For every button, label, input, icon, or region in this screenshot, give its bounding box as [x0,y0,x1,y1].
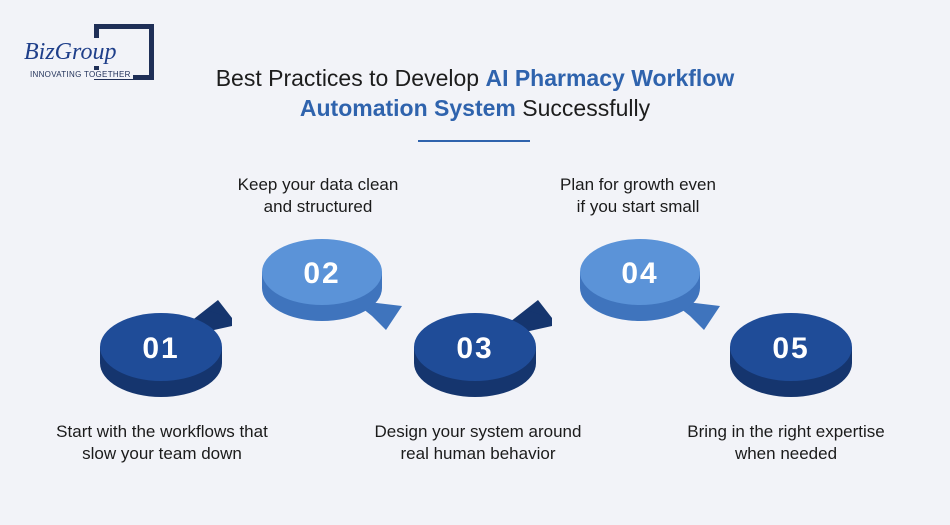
title-plain-2: Successfully [515,95,651,121]
title-underline [418,140,530,142]
step-label-01-line-2: slow your team down [82,444,242,463]
step-label-05-line-2: when needed [734,444,838,463]
step-disc-05: 05 [730,313,852,397]
step-number-02: 02 [303,257,340,290]
step-label-05: Bring in the right expertise when needed [656,421,916,465]
title-highlight-1: AI Pharmacy Workflow [485,65,735,91]
step-label-02: Keep your data clean and structured [188,174,448,218]
step-label-02-line-1: Keep your data clean [237,175,399,194]
step-label-04: Plan for growth even if you start small [508,174,768,218]
step-label-01-line-1: Start with the workflows that [56,422,268,441]
page-title-line-1: Best Practices to Develop AI Pharmacy Wo… [0,62,950,94]
step-label-03: Design your system around real human beh… [348,421,608,465]
bizgroup-logo: BizGroup INNOVATING TOGETHER [22,24,157,84]
step-disc-01: 01 [100,300,232,397]
title-plain-1: Best Practices to Develop [215,65,486,91]
step-label-03-line-1: Design your system around [374,422,582,441]
step-label-02-line-2: and structured [263,197,373,216]
title-highlight-2: Automation System [299,95,516,121]
page-title-line-2: Automation System Successfully [0,92,950,124]
step-number-04: 04 [621,257,658,290]
step-label-04-line-2: if you start small [576,197,700,216]
step-label-03-line-2: real human behavior [400,444,556,463]
step-disc-02: 02 [262,239,402,330]
logo-tagline: INNOVATING TOGETHER [30,70,133,79]
step-number-01: 01 [142,332,179,365]
step-disc-04: 04 [580,239,720,330]
logo-brand: BizGroup [24,38,119,66]
step-disc-03: 03 [414,300,552,397]
step-number-05: 05 [772,332,809,365]
step-label-01: Start with the workflows that slow your … [32,421,292,465]
step-label-04-line-1: Plan for growth even [560,175,716,194]
step-label-05-line-1: Bring in the right expertise [687,422,885,441]
step-number-03: 03 [456,332,493,365]
